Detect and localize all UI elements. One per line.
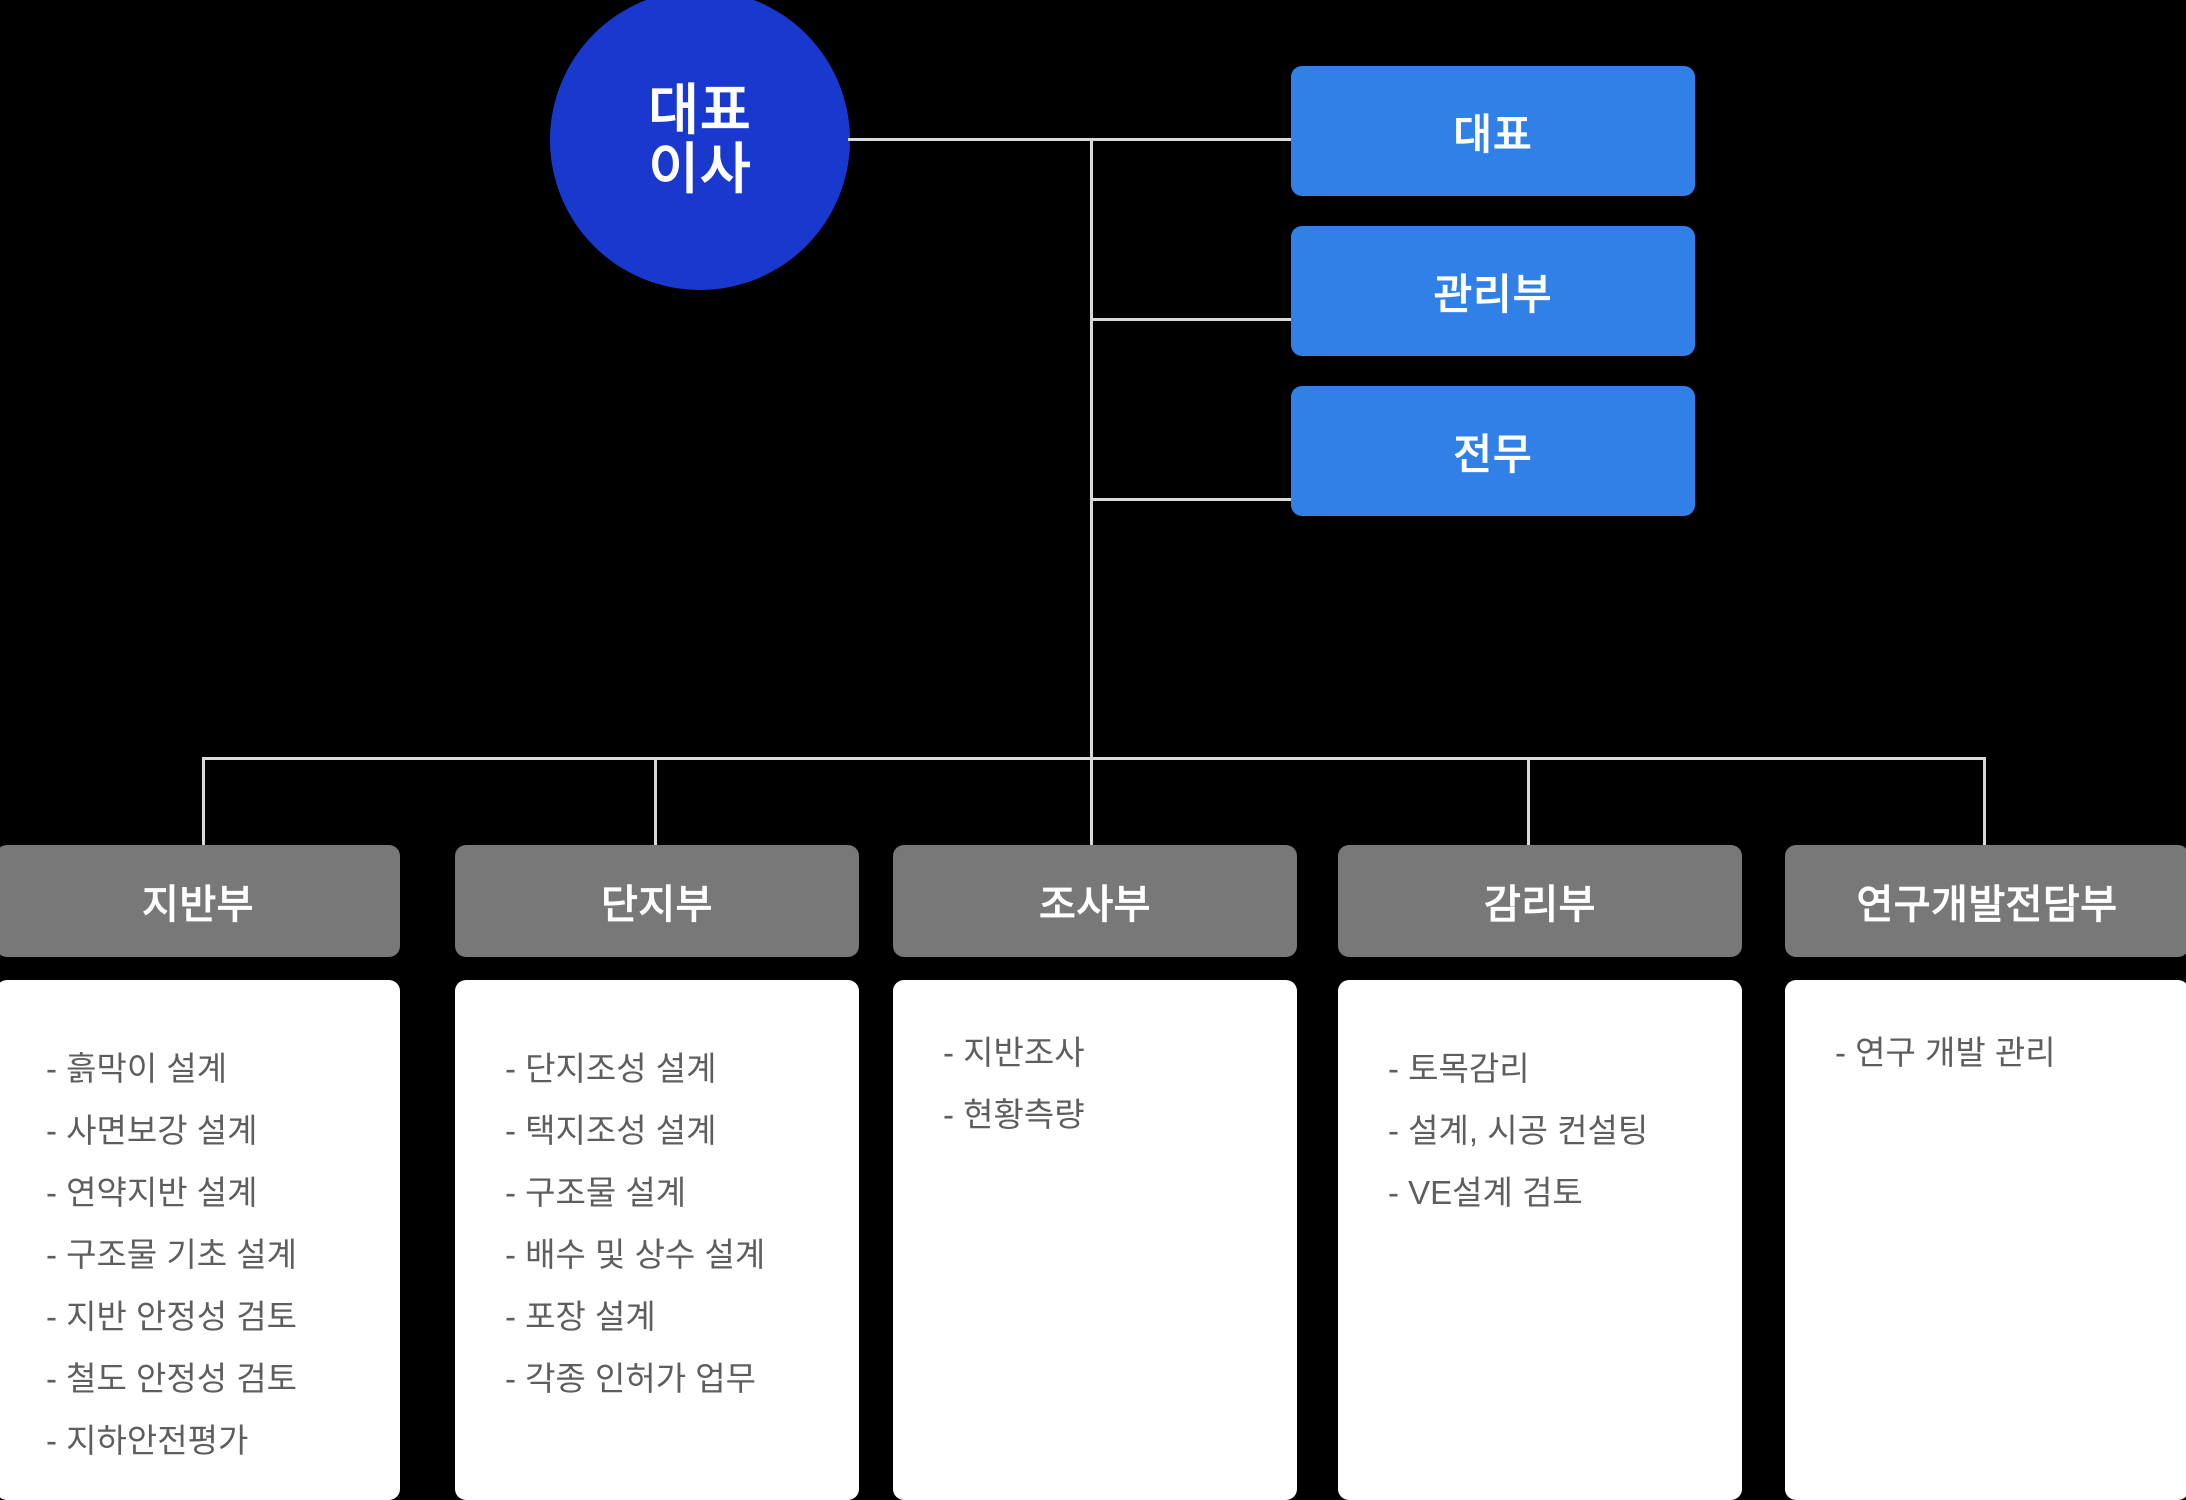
- department-header-3-label: 조사부: [1039, 883, 1151, 927]
- list-item: - 연구 개발 관리: [1835, 1034, 2056, 1071]
- department-header-2-label: 단지부: [601, 883, 713, 927]
- department-list-2: - 단지조성 설계 - 택지조성 설계 - 구조물 설계 - 배수 및 상수 설…: [505, 1052, 859, 1395]
- connector-drop-dept-4: [1527, 757, 1530, 847]
- list-item: - 단지조성 설계: [505, 1050, 717, 1087]
- department-card-4: - 토목감리 - 설계, 시공 컨설팅 - VE설계 검토: [1338, 980, 1742, 1500]
- connector-department-bus: [202, 757, 1986, 760]
- connector-drop-dept-3: [1090, 757, 1093, 847]
- department-header-3[interactable]: 조사부: [893, 845, 1297, 957]
- exec-box-2-label: 관리부: [1433, 270, 1553, 318]
- list-item: - 연약지반 설계: [46, 1174, 258, 1211]
- department-column-1: 지반부 - 흙막이 설계 - 사면보강 설계 - 연약지반 설계 - 구조물 기…: [0, 845, 400, 1500]
- department-list-3: - 지반조사 - 현황측량: [943, 1036, 1297, 1131]
- list-item: - 각종 인허가 업무: [505, 1360, 757, 1397]
- department-header-5[interactable]: 연구개발전담부: [1785, 845, 2186, 957]
- list-item: - 철도 안정성 검토: [46, 1360, 298, 1397]
- list-item: - 흙막이 설계: [46, 1050, 228, 1087]
- exec-box-1[interactable]: 대표: [1291, 66, 1695, 196]
- department-header-4[interactable]: 감리부: [1338, 845, 1742, 957]
- ceo-label-line2: 이사: [648, 138, 752, 200]
- department-header-2[interactable]: 단지부: [455, 845, 859, 957]
- list-item: - 구조물 기초 설계: [46, 1236, 298, 1273]
- list-item: - 지반조사: [943, 1034, 1085, 1071]
- ceo-node[interactable]: 대표 이사: [550, 0, 850, 290]
- connector-branch-exec-2: [1090, 318, 1293, 321]
- department-card-3: - 지반조사 - 현황측량: [893, 980, 1297, 1500]
- connector-branch-exec-1: [1090, 138, 1293, 141]
- list-item: - 설계, 시공 컨설팅: [1388, 1112, 1649, 1149]
- list-item: - 배수 및 상수 설계: [505, 1236, 766, 1273]
- department-header-4-label: 감리부: [1484, 883, 1596, 927]
- connector-drop-dept-2: [654, 757, 657, 847]
- list-item: - 지반 안정성 검토: [46, 1298, 298, 1335]
- department-card-2: - 단지조성 설계 - 택지조성 설계 - 구조물 설계 - 배수 및 상수 설…: [455, 980, 859, 1500]
- list-item: - 사면보강 설계: [46, 1112, 258, 1149]
- list-item: - 토목감리: [1388, 1050, 1530, 1087]
- list-item: - 지하안전평가: [46, 1422, 249, 1459]
- list-item: - 현황측량: [943, 1096, 1085, 1133]
- ceo-label-line1: 대표: [648, 78, 752, 141]
- department-header-1-label: 지반부: [142, 883, 254, 927]
- exec-box-2[interactable]: 관리부: [1291, 226, 1695, 356]
- department-column-2: 단지부 - 단지조성 설계 - 택지조성 설계 - 구조물 설계 - 배수 및 …: [455, 845, 859, 1500]
- exec-box-3-label: 전무: [1453, 430, 1533, 478]
- department-column-3: 조사부 - 지반조사 - 현황측량: [893, 845, 1297, 1500]
- exec-box-3[interactable]: 전무: [1291, 386, 1695, 516]
- department-header-1[interactable]: 지반부: [0, 845, 400, 957]
- department-header-5-label: 연구개발전담부: [1856, 883, 2118, 927]
- department-column-4: 감리부 - 토목감리 - 설계, 시공 컨설팅 - VE설계 검토: [1338, 845, 1742, 1500]
- list-item: - 포장 설계: [505, 1298, 656, 1335]
- connector-trunk-vertical: [1090, 138, 1093, 760]
- connector-ceo-to-trunk: [848, 138, 1293, 141]
- department-list-5: - 연구 개발 관리: [1835, 1036, 2186, 1069]
- department-card-1: - 흙막이 설계 - 사면보강 설계 - 연약지반 설계 - 구조물 기초 설계…: [0, 980, 400, 1500]
- exec-box-1-label: 대표: [1453, 110, 1533, 158]
- department-list-4: - 토목감리 - 설계, 시공 컨설팅 - VE설계 검토: [1388, 1052, 1742, 1209]
- department-card-5: - 연구 개발 관리: [1785, 980, 2186, 1500]
- department-list-1: - 흙막이 설계 - 사면보강 설계 - 연약지반 설계 - 구조물 기초 설계…: [46, 1052, 400, 1457]
- list-item: - 구조물 설계: [505, 1174, 687, 1211]
- connector-branch-exec-3: [1090, 498, 1293, 501]
- connector-drop-dept-5: [1983, 757, 1986, 847]
- department-column-5: 연구개발전담부 - 연구 개발 관리: [1785, 845, 2186, 1500]
- list-item: - VE설계 검토: [1388, 1174, 1583, 1211]
- connector-drop-dept-1: [202, 757, 205, 847]
- list-item: - 택지조성 설계: [505, 1112, 717, 1149]
